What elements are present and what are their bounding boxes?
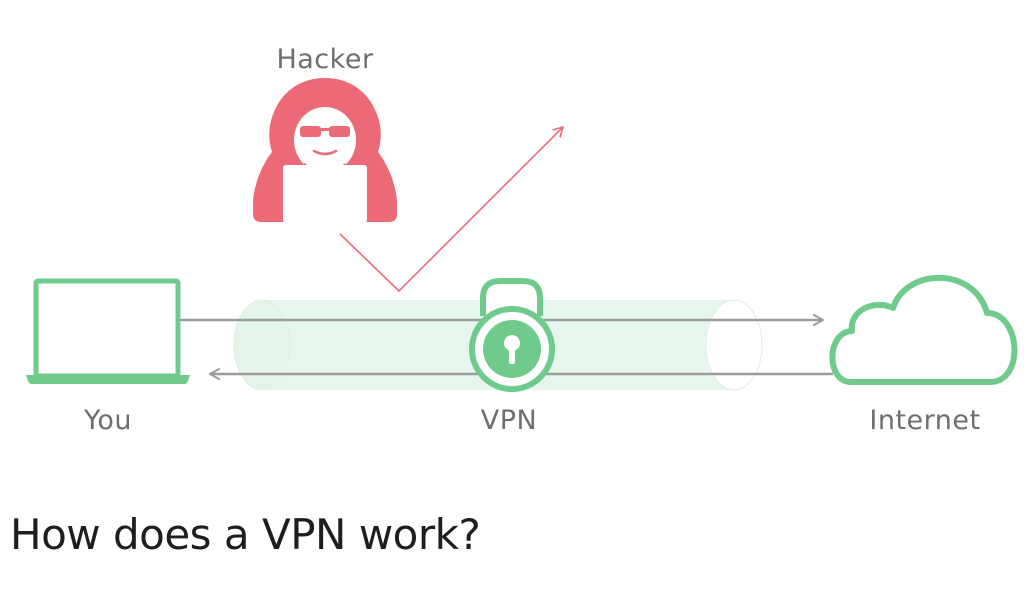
laptop-icon bbox=[26, 278, 190, 384]
padlock-icon bbox=[469, 278, 555, 392]
internet-label: Internet bbox=[869, 405, 981, 436]
vpn-label: VPN bbox=[480, 405, 538, 436]
you-label: You bbox=[83, 405, 133, 436]
hacker-icon bbox=[253, 78, 397, 223]
page-heading: How does a VPN work? bbox=[10, 510, 481, 559]
hacker-label: Hacker bbox=[276, 44, 374, 75]
cloud-icon bbox=[829, 274, 1018, 385]
hacker-intercept-arrow bbox=[339, 126, 564, 293]
